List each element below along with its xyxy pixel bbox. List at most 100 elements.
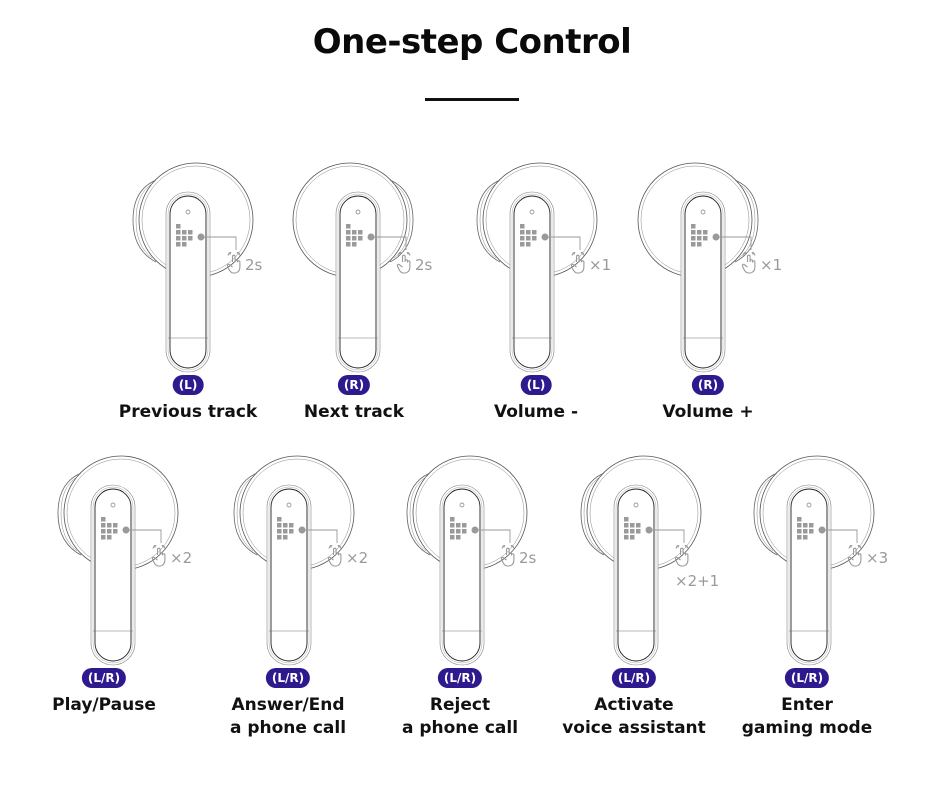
earbud-illustration	[476, 162, 598, 373]
touch-sensor-point	[122, 526, 130, 534]
sensor-dot	[277, 535, 282, 540]
sensor-dot	[526, 236, 531, 241]
sensor-dot	[532, 236, 537, 241]
sensor-dot	[358, 230, 363, 235]
control-card: ×1	[608, 162, 798, 462]
gesture-indicator: ×3	[846, 542, 889, 571]
sensor-dot	[797, 535, 802, 540]
sensor-dot	[624, 517, 629, 522]
sensor-dot	[691, 236, 696, 241]
control-card: ×2	[18, 455, 208, 755]
sensor-dot	[283, 535, 288, 540]
sensor-dot	[289, 529, 294, 534]
sensor-dot	[176, 242, 181, 247]
sensor-dot	[520, 236, 525, 241]
sensor-dot	[803, 535, 808, 540]
control-label-line-1: Previous track	[118, 402, 258, 422]
touch-sensor-point	[471, 526, 479, 534]
control-label: Volume -	[426, 401, 646, 424]
gesture-indicator: ×1	[740, 249, 783, 278]
control-label: Play/Pause	[0, 694, 214, 717]
gesture-indicator: ×2	[150, 542, 193, 571]
touch-hand-icon	[673, 542, 691, 571]
control-card: 2s	[367, 455, 557, 755]
control-label: Reject a phone call	[350, 694, 570, 740]
touch-sensor-point	[818, 526, 826, 534]
touch-hand-icon	[740, 249, 758, 278]
touch-hand-icon	[225, 249, 243, 278]
callout-line	[825, 529, 858, 543]
control-label-line-2: a phone call	[401, 718, 519, 738]
gesture-text: ×3	[866, 549, 889, 567]
touch-sensor-point	[645, 526, 653, 534]
sensor-dot	[703, 230, 708, 235]
sensor-dot	[532, 230, 537, 235]
sensor-dot	[188, 230, 193, 235]
callout-line	[305, 529, 338, 543]
gesture-text: 2s	[245, 256, 263, 274]
sensor-dot	[526, 230, 531, 235]
callout-line	[129, 529, 162, 543]
sensor-dot	[450, 523, 455, 528]
sensor-dot	[352, 230, 357, 235]
earbud-illustration	[580, 455, 702, 666]
sensor-dot	[636, 529, 641, 534]
sensor-dot	[520, 242, 525, 247]
touch-sensor-point	[197, 233, 205, 241]
sensor-dot	[358, 236, 363, 241]
control-label: Previous track	[78, 401, 298, 424]
gesture-indicator: ×2	[326, 542, 368, 571]
earbud-illustration	[406, 455, 528, 666]
side-badge: (R)	[691, 375, 725, 395]
earbud-illustration	[233, 455, 355, 666]
sensor-dot	[352, 242, 357, 247]
touch-sensor-point	[712, 233, 720, 241]
sensor-dot	[624, 523, 629, 528]
touch-hand-icon	[499, 542, 517, 571]
sensor-dot	[809, 529, 814, 534]
touch-sensor-point	[367, 233, 375, 241]
callout-line	[478, 529, 511, 543]
control-card: ×2+1	[541, 455, 731, 755]
gesture-indicator: 2s	[395, 249, 432, 278]
sensor-dot	[277, 517, 282, 522]
sensor-dot	[283, 523, 288, 528]
earbud-illustration	[132, 162, 254, 373]
sensor-dot	[101, 517, 106, 522]
sensor-dot	[176, 230, 181, 235]
sensor-dot	[176, 224, 181, 229]
earbud-illustration	[292, 162, 414, 373]
sensor-dot	[462, 529, 467, 534]
touch-hand-icon	[569, 249, 587, 278]
sensor-dot	[520, 230, 525, 235]
sensor-dot	[636, 523, 641, 528]
control-label-line-1: Reject	[429, 695, 491, 715]
callout-line	[719, 236, 752, 250]
sensor-dot	[697, 230, 702, 235]
touch-hand-icon	[395, 249, 413, 278]
sensor-dot	[346, 236, 351, 241]
side-badge: (L)	[520, 375, 552, 395]
sensor-dot	[346, 224, 351, 229]
callout-line	[652, 529, 685, 543]
control-label-line-2: voice assistant	[562, 718, 706, 738]
control-label-line-1: Volume -	[493, 402, 579, 422]
sensor-dot	[520, 224, 525, 229]
touch-hand-icon	[846, 542, 864, 571]
gesture-text: ×2	[170, 549, 193, 567]
sensor-dot	[101, 523, 106, 528]
sensor-dot	[101, 535, 106, 540]
earbud-illustration	[753, 455, 875, 666]
control-label-line-1: Next track	[303, 402, 405, 422]
side-badge: (L/R)	[437, 668, 483, 688]
sensor-dot	[809, 523, 814, 528]
title-underline	[425, 98, 519, 101]
sensor-dot	[703, 236, 708, 241]
sensor-dot	[176, 236, 181, 241]
gesture-text: ×1	[589, 256, 612, 274]
gesture-indicator: ×1	[569, 249, 612, 278]
gesture-text: ×2+1	[675, 571, 720, 590]
gesture-text: ×1	[760, 256, 783, 274]
